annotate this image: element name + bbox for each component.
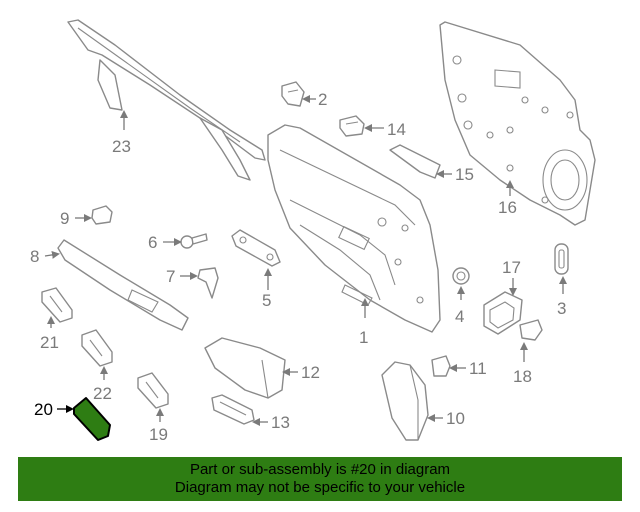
callout-21: 21 bbox=[40, 333, 59, 352]
part-14-bracket bbox=[339, 115, 365, 137]
part-7-push-clip bbox=[197, 267, 219, 299]
part-19-switch bbox=[137, 372, 169, 409]
leader-8 bbox=[44, 250, 60, 259]
part-3-cap bbox=[554, 243, 569, 275]
part-1-door-trim-panel bbox=[267, 124, 441, 333]
callouts: 1 2 3 4 5 6 7 8 9 10 11 12 13 14 15 16 1 bbox=[30, 90, 567, 444]
part-16-inner-panel bbox=[439, 21, 596, 226]
part-info-banner: Part or sub-assembly is #20 in diagram D… bbox=[18, 457, 622, 501]
banner-line-disclaimer: Diagram may not be specific to your vehi… bbox=[174, 479, 466, 496]
callout-15: 15 bbox=[455, 165, 474, 184]
callout-19: 19 bbox=[149, 425, 168, 444]
callout-9: 9 bbox=[60, 209, 69, 228]
callout-7: 7 bbox=[166, 267, 175, 286]
callout-23: 23 bbox=[112, 137, 131, 156]
part-17-switch-bezel bbox=[483, 291, 523, 335]
callout-18: 18 bbox=[513, 367, 532, 386]
part-18-bracket bbox=[519, 319, 543, 341]
callout-17: 17 bbox=[502, 258, 521, 277]
part-15-strip bbox=[389, 144, 441, 179]
part-11-clip bbox=[431, 355, 451, 377]
callout-13: 13 bbox=[271, 413, 290, 432]
part-12-armrest-pad bbox=[204, 337, 286, 399]
callout-14: 14 bbox=[387, 120, 406, 139]
banner-line-part: Part or sub-assembly is #20 in diagram bbox=[189, 461, 451, 478]
callout-16: 16 bbox=[498, 198, 517, 217]
part-9-clip bbox=[91, 205, 113, 225]
part-23-weatherstrip bbox=[67, 19, 266, 181]
callout-20: 20 bbox=[34, 400, 53, 419]
part-13-pull-cup bbox=[211, 394, 255, 425]
part-20-highlighted-switch bbox=[73, 397, 111, 441]
callout-8: 8 bbox=[30, 247, 39, 266]
part-10-map-pocket bbox=[381, 361, 429, 441]
parts-diagram: 1 2 3 4 5 6 7 8 9 10 11 12 13 14 15 16 1 bbox=[30, 19, 596, 444]
callout-6: 6 bbox=[148, 233, 157, 252]
part-21-switch bbox=[41, 287, 73, 323]
callout-10: 10 bbox=[446, 409, 465, 428]
callout-4: 4 bbox=[455, 307, 464, 326]
callout-22: 22 bbox=[93, 384, 112, 403]
callout-3: 3 bbox=[557, 299, 566, 318]
part-22-switch bbox=[81, 329, 113, 367]
part-2-clip bbox=[281, 81, 305, 107]
part-4-grommet bbox=[452, 267, 470, 285]
part-5-handle bbox=[231, 229, 281, 267]
callout-2: 2 bbox=[318, 90, 327, 109]
callout-11: 11 bbox=[469, 359, 487, 378]
callout-12: 12 bbox=[301, 363, 320, 382]
part-8-trim-strip bbox=[57, 239, 189, 331]
callout-1: 1 bbox=[359, 328, 368, 347]
part-6-screw bbox=[180, 233, 208, 249]
callout-5: 5 bbox=[262, 291, 271, 310]
